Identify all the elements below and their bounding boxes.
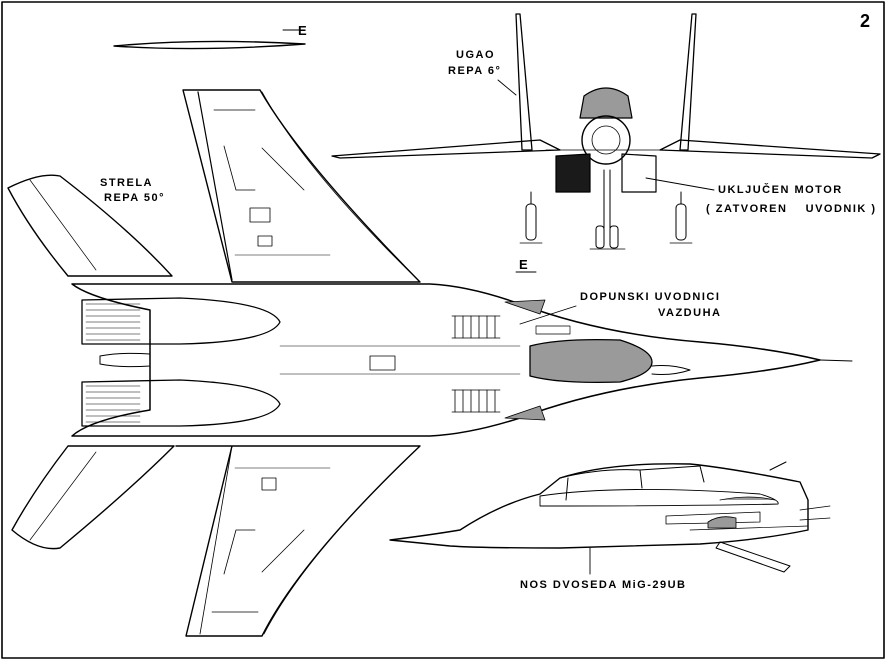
front-view (331, 13, 881, 250)
section-marker-mid: E (519, 257, 528, 272)
two-seat-nose-label: NOS DVOSEDA MiG-29UB (520, 579, 687, 591)
two-seat-nose-side-view (389, 461, 831, 573)
aux-intakes-label-line-1: DOPUNSKI UVODNICI (580, 291, 721, 303)
tail-angle-label-line-2: REPA 6° (448, 65, 502, 77)
tail-angle-label-line-1: UGAO (456, 49, 495, 61)
plan-view (7, 89, 853, 637)
engine-on-label-line-1: UKLJUČEN MOTOR (718, 184, 843, 196)
aux-intakes-label-line-2: VAZDUHA (658, 307, 722, 319)
airfoil-section (113, 40, 306, 50)
tail-sweep-label-line-1: STRELA (100, 177, 153, 189)
section-marker-top: E (298, 23, 307, 38)
leader-lines (282, 29, 715, 575)
engine-on-label-line-2: ( ZATVOREN UVODNIK ) (706, 203, 877, 215)
tail-sweep-label-line-2: REPA 50° (104, 192, 166, 204)
page-number: 2 (860, 11, 871, 31)
